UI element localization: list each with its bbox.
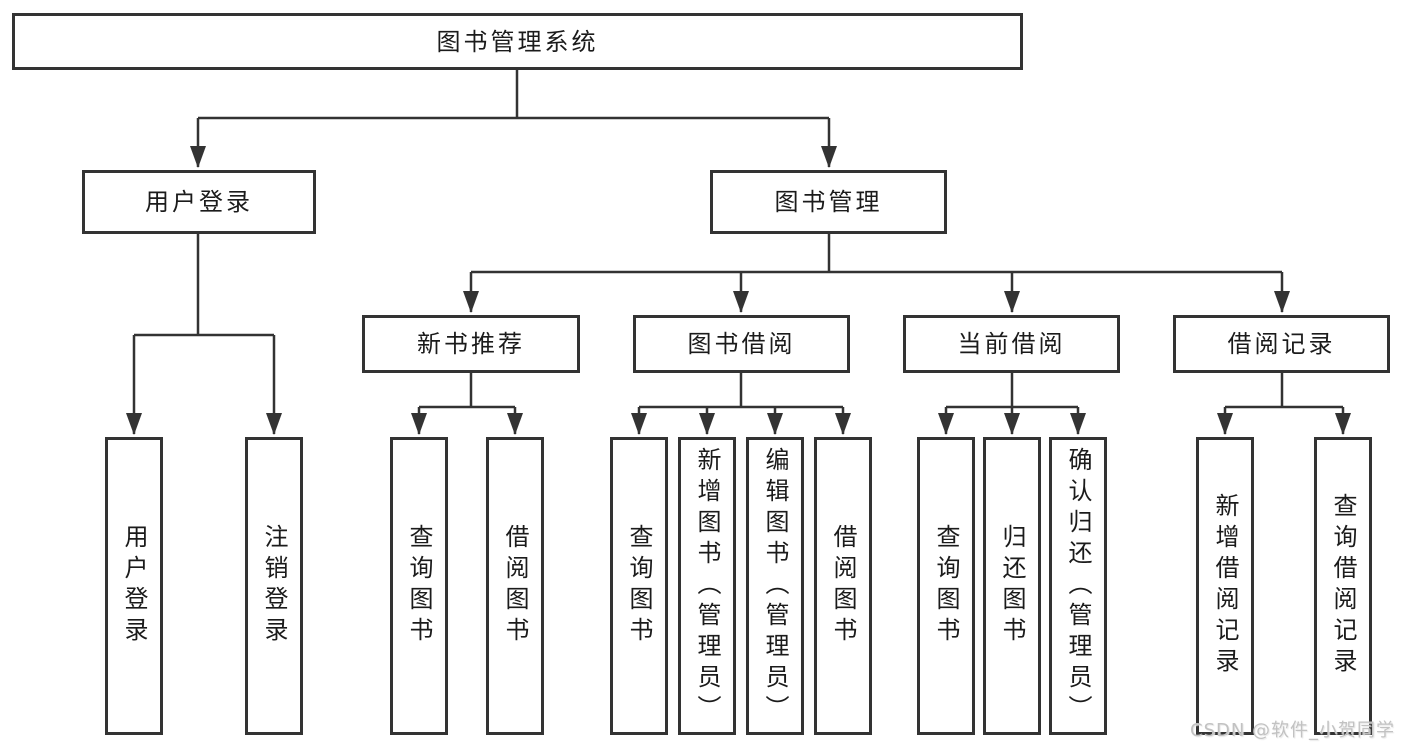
- leaf-borrow-books-1: 借阅图书: [486, 437, 544, 735]
- node-user-login: 用户登录: [82, 170, 316, 234]
- connector-stems: [134, 70, 1343, 409]
- leaf-confirm-return-admin: 确认归还（管理员）: [1049, 437, 1107, 735]
- leaf-add-borrow-record: 新增借阅记录: [1196, 437, 1254, 735]
- leaf-edit-book-admin: 编辑图书（管理员）: [746, 437, 804, 735]
- leaf-query-books-3: 查询图书: [917, 437, 975, 735]
- leaf-query-books-1: 查询图书: [390, 437, 448, 735]
- node-root-library-system: 图书管理系统: [12, 13, 1023, 70]
- node-book-borrow: 图书借阅: [633, 315, 850, 373]
- leaf-logout: 注销登录: [245, 437, 303, 735]
- node-new-book-recommend: 新书推荐: [362, 315, 580, 373]
- node-book-management: 图书管理: [710, 170, 947, 234]
- leaf-query-books-2: 查询图书: [610, 437, 668, 735]
- leaf-borrow-books-2: 借阅图书: [814, 437, 872, 735]
- leaf-return-book: 归还图书: [983, 437, 1041, 735]
- leaf-add-book-admin: 新增图书（管理员）: [678, 437, 736, 735]
- node-current-borrow: 当前借阅: [903, 315, 1120, 373]
- leaf-query-borrow-record: 查询借阅记录: [1314, 437, 1372, 735]
- leaf-user-login: 用户登录: [105, 437, 163, 735]
- node-borrow-records: 借阅记录: [1173, 315, 1390, 373]
